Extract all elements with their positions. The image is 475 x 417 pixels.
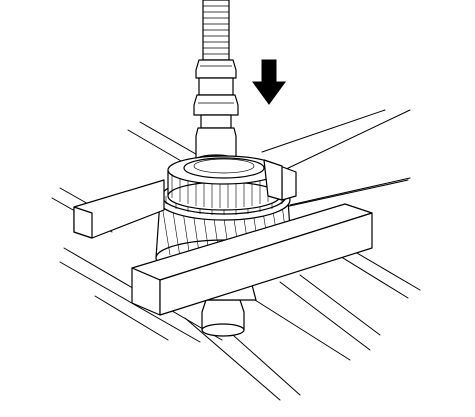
leader-lines bbox=[261, 109, 409, 208]
press-icon bbox=[193, 0, 239, 166]
support-block-lower bbox=[131, 203, 373, 316]
support-block-upper bbox=[73, 159, 297, 239]
down-arrow-icon bbox=[252, 59, 286, 105]
